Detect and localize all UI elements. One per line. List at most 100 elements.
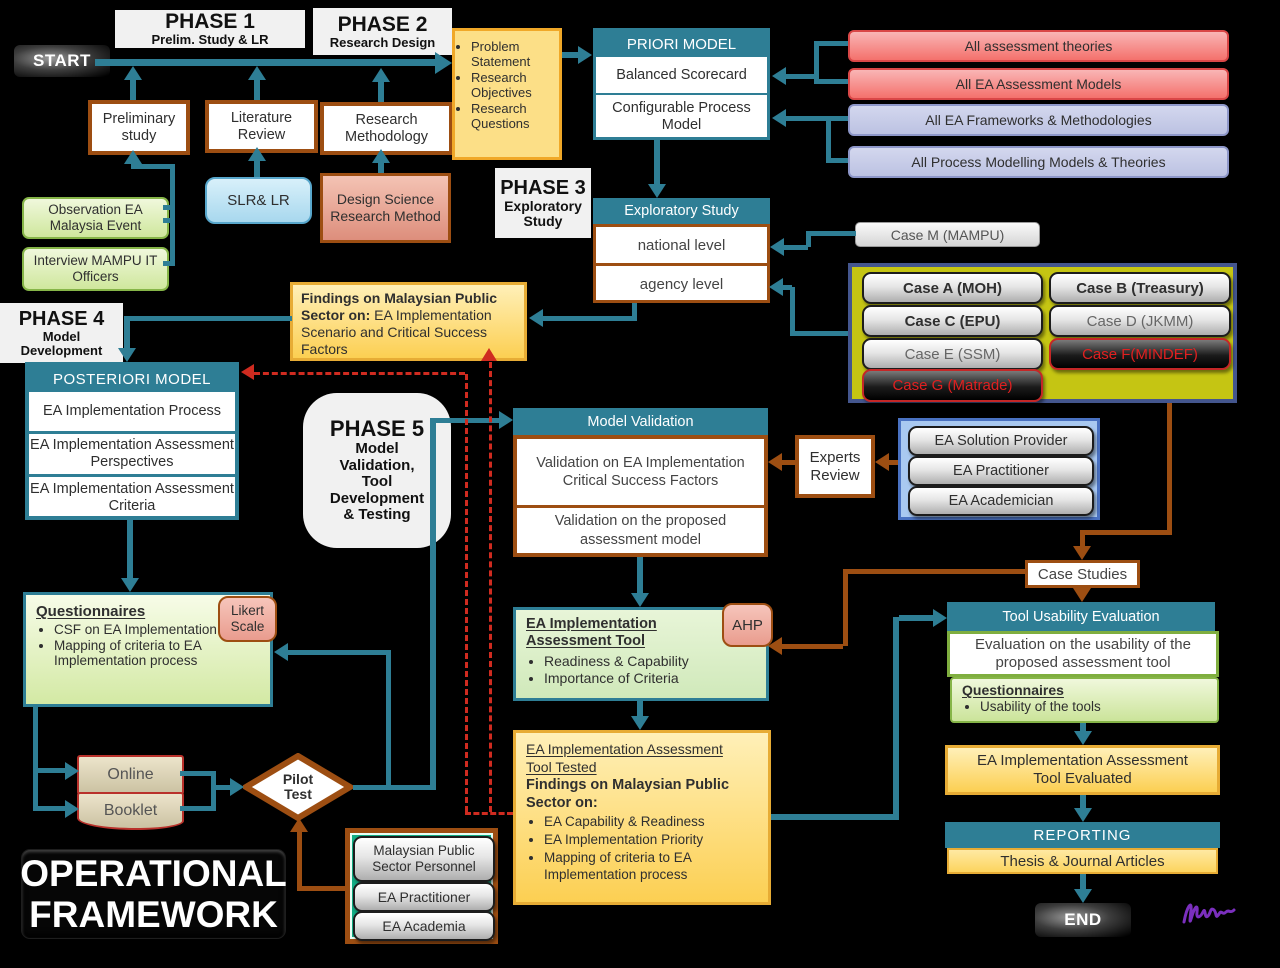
connector-cases-3 (781, 285, 792, 290)
agency-level-label: agency level (639, 276, 724, 293)
arrow-posteriori-to-questionnaires (121, 578, 139, 592)
arrow-validation-to-tool (631, 593, 649, 607)
case-g-label: Case G (Matrade) (892, 377, 1013, 394)
start-node: START (14, 45, 110, 77)
research-items-box: Problem Statement Research Objectives Re… (452, 28, 562, 160)
source-assessment-theories: All assessment theories (848, 30, 1229, 62)
phase4-header: PHASE 4 Model Development (0, 303, 123, 363)
tested-item-priority: EA Implementation Priority (544, 832, 758, 849)
connector-container-left (1080, 530, 1172, 535)
arrow-priori-to-exploratory (648, 184, 666, 198)
arrow-loop-to-questionnaires (274, 643, 288, 661)
ea-academician-label: EA Academician (948, 493, 1054, 509)
likert-scale-badge: Likert Scale (218, 596, 277, 642)
arrow-agency-to-findings (529, 309, 543, 327)
connector-casem-3 (784, 245, 808, 250)
case-studies-box: Case Studies (1025, 560, 1140, 588)
arrow-dashed-to-posteriori (241, 364, 254, 380)
tool-evaluated-label: EA Implementation Assessment Tool Evalua… (977, 752, 1188, 787)
arrow-main-to-items (435, 52, 452, 74)
usability-q-title: Questionnaires (962, 682, 1064, 698)
arrow-items-to-priori (578, 46, 592, 64)
connector-methodology-up (378, 82, 384, 102)
case-f-label: Case F(MINDEF) (1082, 345, 1198, 363)
phase3-line1: Exploratory (504, 197, 582, 214)
connector-personnel-left (297, 886, 345, 891)
phase3-line2: Study (523, 213, 563, 229)
dashed-feedback-bottom (465, 812, 513, 815)
ea-frameworks-label: All EA Frameworks & Methodologies (925, 112, 1152, 128)
findings-normal-text: EA Implementation Scenario and Critical … (301, 307, 492, 358)
arrow-to-booklet (65, 800, 79, 818)
ahp-badge: AHP (722, 603, 773, 647)
connector-loop-left (287, 650, 386, 655)
connector-agency-1 (632, 303, 637, 318)
connector-tested-up (893, 617, 899, 820)
arrow-preliminary-up (124, 66, 142, 80)
diagram-title: OPERATIONAL FRAMEWORK (20, 850, 287, 938)
arrow-to-pilot (230, 778, 244, 796)
arrow-slr-to-literature (248, 147, 266, 161)
model-validation-header-label: Model Validation (587, 413, 694, 430)
connector-lav-vertical (826, 116, 831, 163)
dashed-feedback-top (254, 372, 465, 375)
case-f-button: Case F(MINDEF) (1049, 338, 1231, 370)
pilot-line2: Test (284, 786, 312, 802)
arrow-usability-to-evaluated (1074, 731, 1092, 745)
connector-personnel-up (297, 832, 302, 891)
preliminary-study-box: Preliminary study (88, 100, 190, 155)
phase3-header: PHASE 3 Exploratory Study (495, 168, 591, 238)
arrow-lav-to-configurable (772, 109, 786, 127)
arrow-panel-to-experts (875, 453, 889, 471)
connector-tested-right (771, 814, 895, 820)
bullet-research-questions: Research Questions (471, 101, 557, 131)
research-methodology-box: Research Methodology (320, 102, 453, 155)
case-m-box: Case M (MAMPU) (855, 222, 1040, 247)
ea-academician-button: EA Academician (908, 486, 1094, 516)
arrow-methodology-up (372, 68, 390, 82)
phase4-line1: Model (42, 328, 81, 344)
connector-red-stub1 (814, 41, 848, 46)
ea-tool-title: EA Implementation Assessment Tool (526, 616, 657, 650)
research-methodology-label: Research Methodology (344, 111, 429, 145)
ea-solution-provider-label: EA Solution Provider (934, 433, 1068, 449)
connector-agency-2 (543, 316, 637, 321)
validation-model-label: Validation on the proposed assessment mo… (554, 513, 727, 548)
ea-tool-item-readiness: Readiness & Capability (544, 653, 756, 669)
questionnaires-box: Questionnaires CSF on EA Implementation … (23, 592, 273, 707)
priori-row-balanced-scorecard: Balanced Scorecard (596, 57, 767, 95)
usability-q-item: Usability of the tools (980, 699, 1207, 714)
connector-loop-up (386, 650, 391, 790)
connector-quest-online (36, 768, 67, 773)
connector-validation-tool (637, 557, 643, 593)
arrow-tested-to-usability (933, 609, 947, 627)
connector-bracket-stub1 (163, 205, 171, 210)
arrow-casestudies-to-usability (1073, 588, 1091, 602)
case-m-label: Case M (MAMPU) (890, 226, 1005, 243)
tested-item-capability: EA Capability & Readiness (544, 814, 758, 831)
assessment-theories-label: All assessment theories (964, 38, 1113, 54)
literature-review-box: Literature Review (205, 100, 318, 153)
priori-row-configurable-process: Configurable Process Model (596, 95, 767, 139)
connector-casem-2 (806, 231, 811, 247)
connector-container-down2 (1080, 530, 1085, 546)
interview-label: Interview MAMPU IT Officers (33, 253, 158, 284)
dashed-feedback-vertical-b (489, 362, 492, 812)
connector-red-vertical (814, 41, 819, 84)
priori-model-header: PRIORI MODEL (596, 31, 767, 57)
tool-usability-header-label: Tool Usability Evaluation (1002, 608, 1160, 625)
dashed-feedback-vertical-a (465, 374, 468, 812)
connector-tool-tested (637, 700, 643, 716)
phase5-title: PHASE 5 (329, 416, 425, 442)
source-ea-frameworks: All EA Frameworks & Methodologies (848, 104, 1229, 136)
arrow-cs-to-tool (768, 637, 782, 655)
exploratory-header: Exploratory Study (593, 198, 770, 224)
connector-tested-usability (899, 615, 933, 621)
connector-red-horizontal (786, 74, 814, 79)
booklet-box: Booklet (77, 792, 184, 830)
model-validation-rows: Validation on EA Implementation Critical… (513, 435, 768, 557)
case-e-button: Case E (SSM) (862, 338, 1043, 370)
tool-evaluated-box: EA Implementation Assessment Tool Evalua… (945, 745, 1220, 795)
arrow-evaluated-to-reporting (1074, 808, 1092, 822)
connector-quest-booklet (36, 806, 67, 811)
